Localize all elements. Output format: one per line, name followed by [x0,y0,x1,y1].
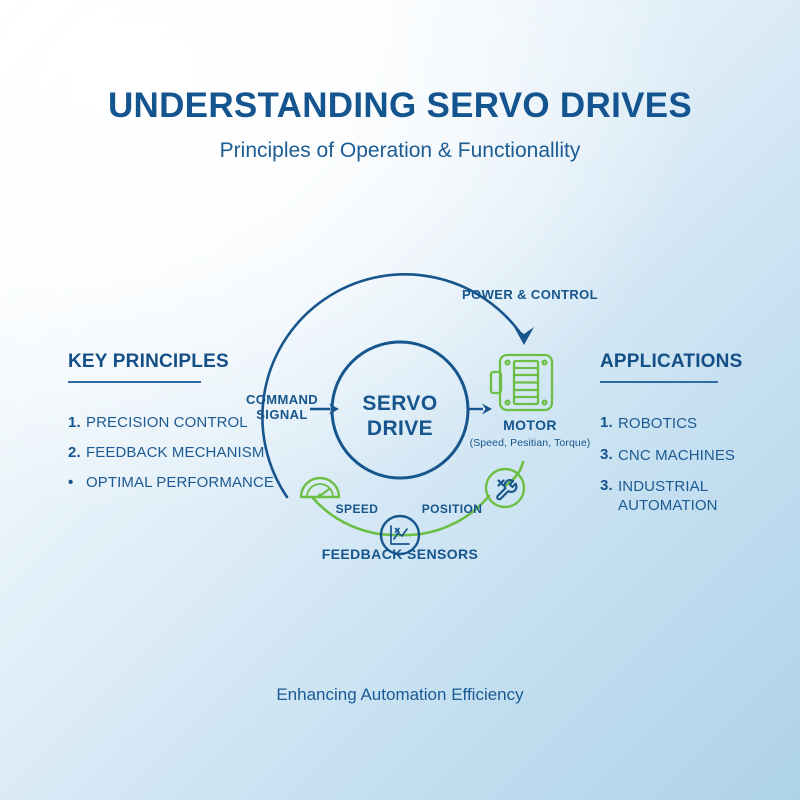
power-control-label: POWER & CONTROL [462,287,598,302]
applications-heading: APPLICATIONS [600,351,743,372]
motor-label: MOTOR (Speed, Pesitian, Torque) [466,417,594,450]
list-item-marker: 3. [600,445,613,463]
list-item-label: ROBOTICS [618,414,698,432]
motor-title: MOTOR [503,417,557,433]
motor-sublabel: (Speed, Pesitian, Torque) [469,436,591,449]
motor-icon [489,353,554,412]
list-item: 3. INDUSTRIAL AUTOMATION [600,478,790,516]
list-item-label: FEEDBACK MECHANISM [86,443,265,461]
position-label: POSITION [421,502,483,516]
applications-rule [600,380,718,383]
power-control-arc [261,273,534,499]
list-item: 1. PRECISION CONTROL [68,415,298,430]
feedback-sensors-label: FEEDBACK SENSORS [321,546,479,562]
key-principles-heading: KEY PRINCIPLES [68,351,229,372]
footer-tagline: Enhancing Automation Efficiency [276,685,524,704]
page-subtitle: Principles of Operation & Functionallity [219,138,581,162]
drive-to-motor-arrow [468,403,492,415]
header: UNDERSTANDING SERVO DRIVES Principles of… [0,86,800,162]
servo-drive-label: SERVO DRIVE [362,392,438,440]
wrench-tools-icon [484,467,526,509]
speed-gauge-icon [299,476,341,499]
list-item-marker: • [68,473,74,491]
list-item-label: OPTIMAL PERFORMANCE [86,473,275,491]
list-item: 1. ROBOTICS [600,415,790,434]
key-principles-rule [68,380,201,383]
list-item-marker: 1. [68,413,81,431]
list-item-label: CNC MACHINES [618,446,736,464]
list-item: • OPTIMAL PERFORMANCE [68,475,298,490]
applications-list: 1. ROBOTICS 3. CNC MACHINES 3. INDUSTRIA… [600,415,790,516]
feedback-loop-arc [310,460,525,537]
command-signal-arrow [310,403,339,415]
applications-column: APPLICATIONS 1. ROBOTICS 3. CNC MACHINES… [600,351,790,529]
list-item: 3. CNC MACHINES [600,447,790,466]
key-principles-list: 1. PRECISION CONTROL 2. FEEDBACK MECHANI… [68,415,298,490]
speed-label: SPEED [335,502,379,516]
list-item-label: INDUSTRIAL AUTOMATION [618,478,718,515]
page-title: UNDERSTANDING SERVO DRIVES [107,86,693,125]
key-principles-column: KEY PRINCIPLES 1. PRECISION CONTROL 2. F… [68,351,298,505]
feedback-chart-icon [379,514,421,556]
list-item-marker: 1. [600,413,613,431]
list-item: 2. FEEDBACK MECHANISM [68,445,298,460]
list-item-label: PRECISION CONTROL [86,413,248,431]
command-signal-text: COMMAND SIGNAL [245,392,319,422]
list-item-marker: 3. [600,477,613,495]
list-item-marker: 2. [68,443,81,461]
command-signal-label: COMMAND SIGNAL [232,392,332,422]
